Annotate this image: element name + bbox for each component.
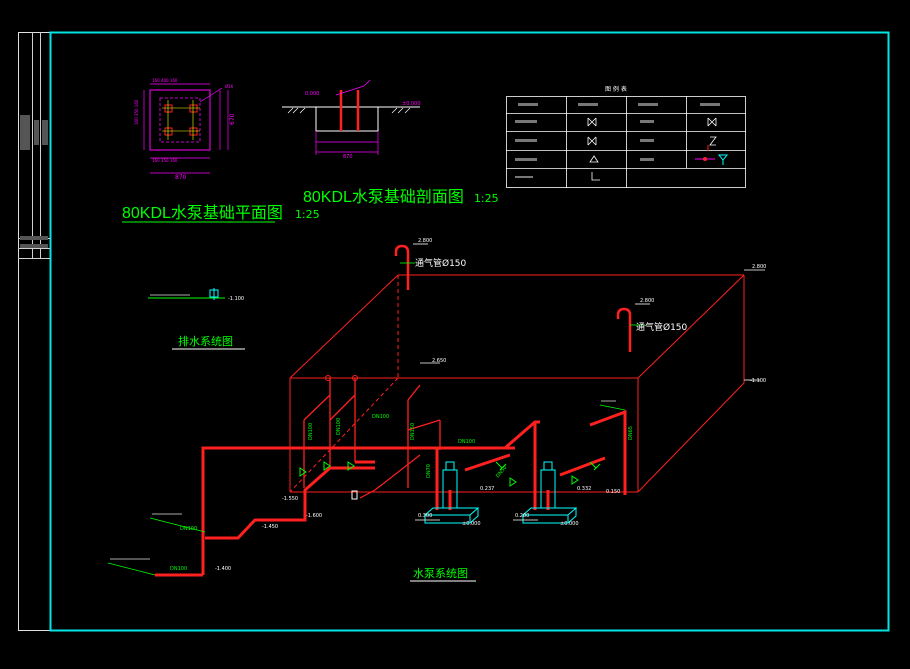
pump-unit-a xyxy=(423,461,480,524)
pump-level-b: ±0.000 xyxy=(560,521,579,527)
legend-title: 图 例 表 xyxy=(605,85,627,93)
level-0150: 0.150 xyxy=(606,489,620,495)
pipe-dn100-out: DN100 xyxy=(180,526,197,532)
section-level-top: 0.000 xyxy=(305,91,319,97)
pipe-dn100-left1: DN100 xyxy=(308,423,314,440)
level-tank-bottom: -1.100 xyxy=(750,378,766,384)
vent-label-1: 通气管Ø150 xyxy=(415,257,467,269)
svg-text:160 400 160: 160 400 160 xyxy=(152,78,178,83)
legend-table: 图 例 表 xyxy=(506,85,746,188)
title-strip xyxy=(18,32,50,259)
vent-label-2: 通气管Ø150 xyxy=(636,321,688,333)
level-1400: -1.400 xyxy=(215,566,231,572)
level-1550: -1.550 xyxy=(282,496,298,502)
level-0200: 0.200 xyxy=(515,513,529,519)
pump-system xyxy=(107,243,765,577)
svg-text:160 350 160: 160 350 160 xyxy=(134,99,139,125)
level-vent-2: 2.800 xyxy=(640,298,654,304)
level-tank-top: 2.800 xyxy=(752,264,766,270)
level-2650: 2.650 xyxy=(432,358,446,364)
pipe-dn50: DN50 xyxy=(495,465,509,480)
drain-level: -1.100 xyxy=(228,296,244,302)
pipe-dn100-inlet: DN100 xyxy=(372,414,389,420)
drain-title: 排水系统图 xyxy=(178,334,233,348)
plan-width-dim: 870 xyxy=(175,174,187,181)
level-0300: 0.300 xyxy=(418,513,432,519)
pump-level-a: ±0.000 xyxy=(462,521,481,527)
level-1450: -1.450 xyxy=(262,524,278,530)
inner-frame xyxy=(49,31,890,632)
svg-text:160 350 160: 160 350 160 xyxy=(152,158,178,163)
pipe-dn70: DN70 xyxy=(426,464,432,478)
pipe-dn65: DN65 xyxy=(628,426,634,440)
svg-text:Ø16: Ø16 xyxy=(225,84,234,89)
pipe-dn150: DN150 xyxy=(410,423,416,440)
section-view: 0.000 ±0.000 870 xyxy=(282,79,421,160)
vent-pipe-2 xyxy=(616,307,632,352)
plan-view: 160 400 160 160 350 160 Ø16 160 350 160 … xyxy=(134,78,236,181)
section-level-right: ±0.000 xyxy=(402,101,421,107)
level-1600: -1.600 xyxy=(306,513,322,519)
level-0237: 0.237 xyxy=(480,486,494,492)
outer-frame xyxy=(18,32,889,631)
vent-pipe-1 xyxy=(394,244,410,290)
drain-system: -1.100 xyxy=(148,288,244,302)
pump-unit-b xyxy=(521,461,578,524)
section-width-dim: 870 xyxy=(343,154,353,160)
pipe-dn100-left2: DN100 xyxy=(336,418,342,435)
pump-title: 水泵系统图 xyxy=(413,567,468,580)
level-vent-1: 2.800 xyxy=(418,238,432,244)
plan-height-dim: 670 xyxy=(229,113,236,125)
pipe-dn100-main: DN100 xyxy=(170,566,187,572)
pipe-dn100-top: DN100 xyxy=(458,439,475,445)
level-0332: 0.332 xyxy=(577,486,591,492)
